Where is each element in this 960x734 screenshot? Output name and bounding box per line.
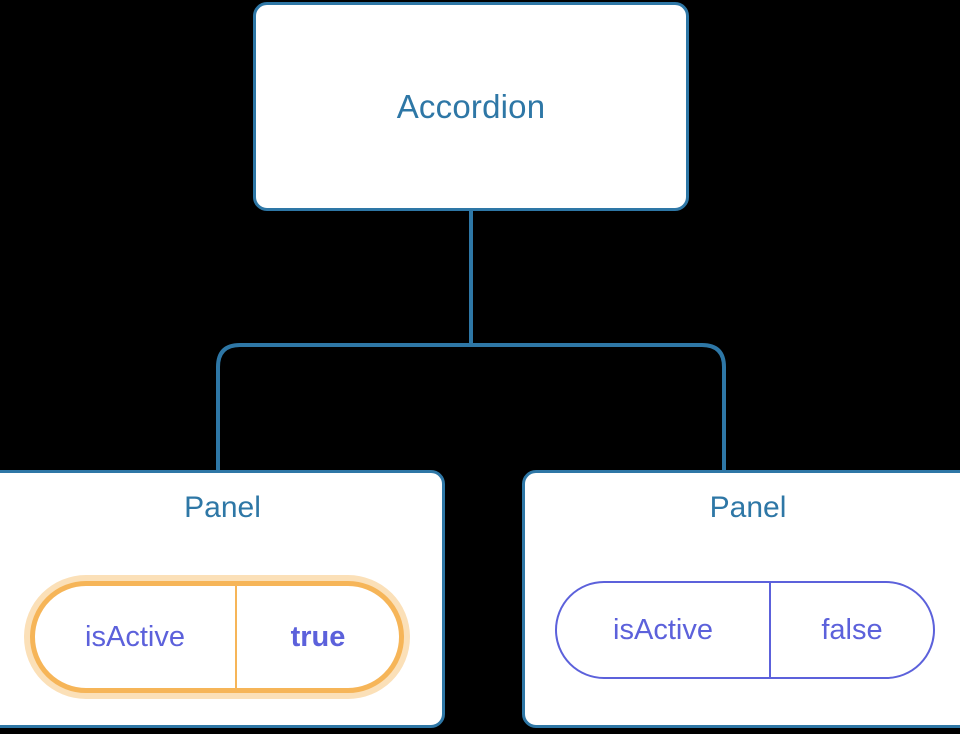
node-panel-active[interactable]: Panel isActive true — [0, 470, 445, 728]
prop-key: isActive — [85, 620, 185, 653]
prop-key: isActive — [613, 613, 713, 646]
node-accordion[interactable]: Accordion — [253, 2, 689, 211]
prop-value: true — [235, 586, 399, 688]
node-panel-inactive-title: Panel — [709, 491, 787, 524]
node-panel-inactive[interactable]: Panel isActive false — [522, 470, 960, 728]
node-accordion-title: Accordion — [396, 88, 546, 125]
prop-pill-inactive-wrapper: isActive false — [555, 581, 935, 679]
prop-pill-is-active-true[interactable]: isActive true — [30, 581, 404, 693]
node-panel-active-title: Panel — [184, 491, 261, 524]
prop-pill-active-wrapper: isActive true — [30, 581, 404, 693]
prop-value: false — [769, 583, 933, 677]
prop-pill-is-active-false[interactable]: isActive false — [555, 581, 935, 679]
edge-branch-bar — [216, 343, 726, 470]
